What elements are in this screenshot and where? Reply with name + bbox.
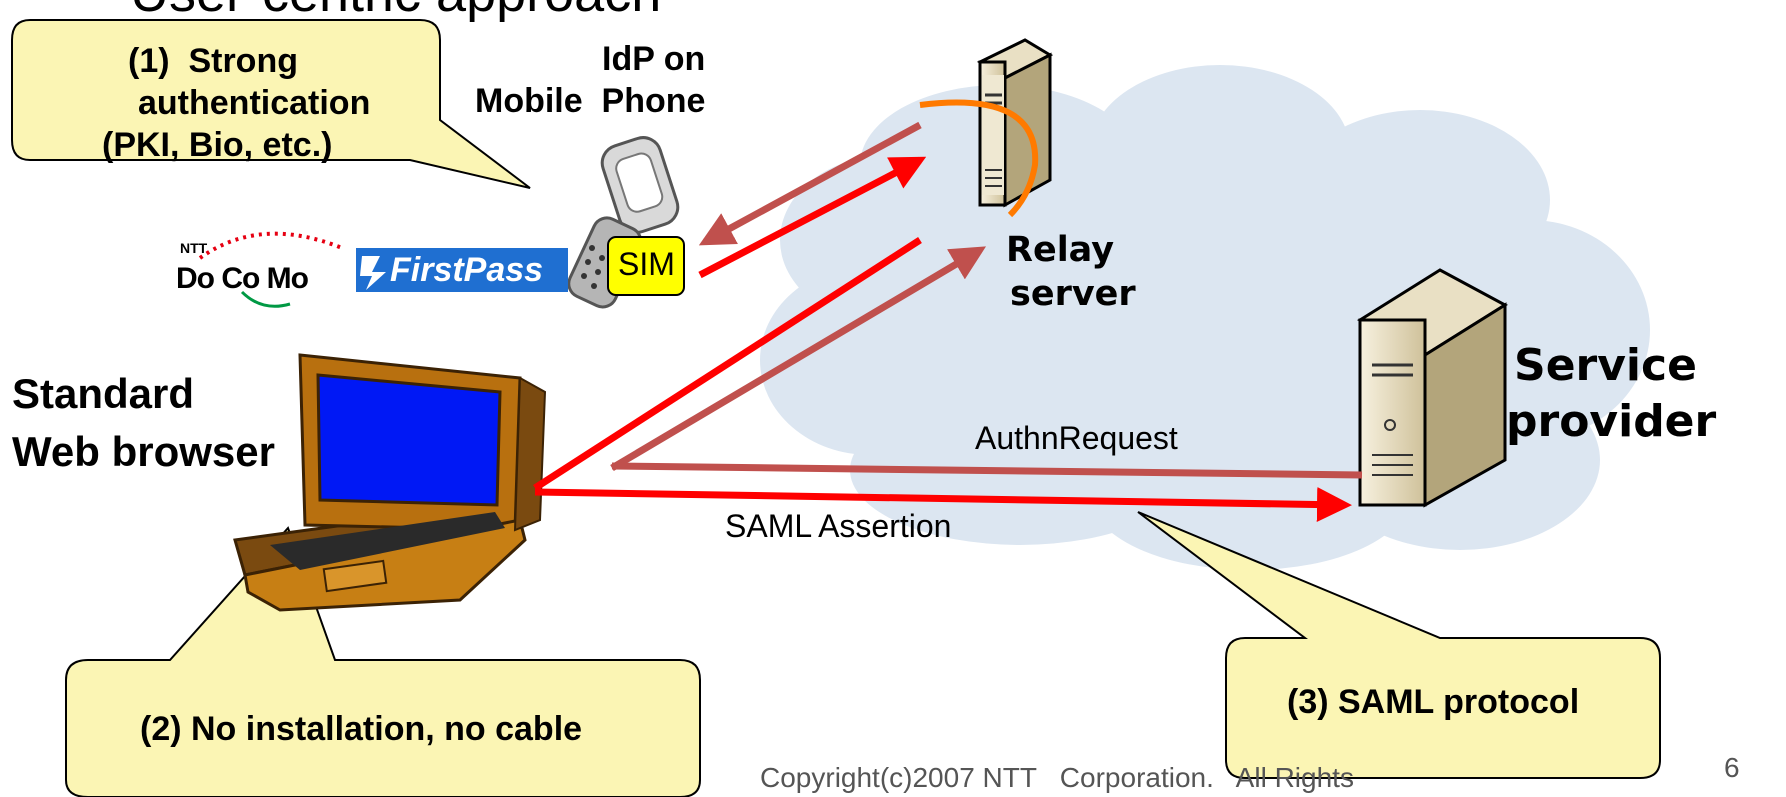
callout-strong-auth-line2: authentication <box>138 84 371 122</box>
callout-strong-auth-line1: (1) Strong <box>128 42 298 80</box>
arrow-sp-to-browser <box>611 462 1363 479</box>
callout-no-install-text: (2) No installation, no cable <box>140 710 583 748</box>
sp-label-line2: provider <box>1506 396 1717 447</box>
relay-label-line1: Relay <box>1006 230 1115 270</box>
arrow-relay-to-browser <box>533 237 922 491</box>
callout-saml-protocol-text: (3) SAML protocol <box>1287 683 1580 721</box>
authn-request-label: AuthnRequest <box>975 420 1178 456</box>
docomo-logo <box>198 231 343 308</box>
arrow-phone-to-relay <box>698 156 927 279</box>
arrow-relay-to-phone <box>698 121 922 246</box>
idp-label-line2: Mobile Phone <box>475 82 706 120</box>
arrow-browser-to-sp <box>534 487 1352 523</box>
idp-label-line1: IdP on <box>602 40 706 78</box>
laptop-icon <box>233 353 547 612</box>
arrow-browser-to-relay <box>610 246 987 472</box>
saml-assertion-label: SAML Assertion <box>725 508 952 544</box>
service-provider-server-icon <box>1357 268 1508 508</box>
ntt-logo-text: NTT <box>180 240 208 256</box>
relay-arc <box>919 99 1039 218</box>
docomo-logo-text: Do Co Mo <box>176 262 309 295</box>
browser-label-line1: Standard <box>12 370 195 417</box>
relay-server-icon <box>976 38 1054 208</box>
relay-label-line2: server <box>1010 274 1136 314</box>
sp-label-line1: Service <box>1514 340 1697 391</box>
firstpass-logo <box>356 248 568 292</box>
slide-title: User-centric approach <box>130 0 661 24</box>
mobile-phone-icon <box>567 136 680 309</box>
firstpass-logo-text: FirstPass <box>390 251 544 289</box>
callout-strong-auth <box>11 19 531 189</box>
sim-label: SIM <box>618 246 675 282</box>
sim-card <box>607 236 685 296</box>
callout-saml-protocol <box>1137 511 1661 779</box>
browser-label-line2: Web browser <box>12 428 275 475</box>
page-number: 6 <box>1724 752 1740 783</box>
copyright-text: Copyright(c)2007 NTT Corporation. All Ri… <box>760 762 1354 793</box>
callout-strong-auth-line3: (PKI, Bio, etc.) <box>102 126 333 164</box>
